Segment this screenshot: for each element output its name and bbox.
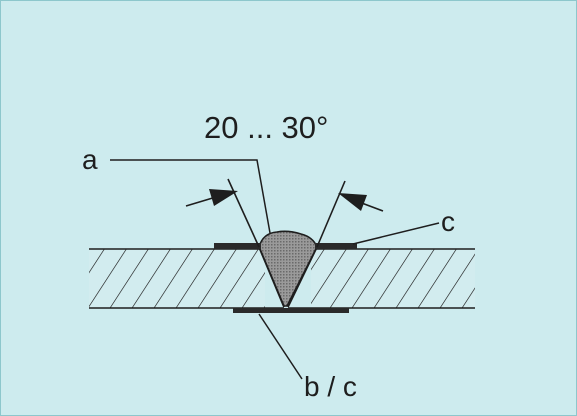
label-c: c bbox=[441, 206, 455, 237]
leader-bc bbox=[258, 313, 303, 380]
label-bc: b / c bbox=[304, 371, 357, 402]
leader-c bbox=[352, 222, 440, 245]
angle-label: 20 ... 30° bbox=[204, 110, 328, 145]
left-plate bbox=[89, 248, 284, 309]
leader-a bbox=[110, 159, 271, 234]
groove-edge-left bbox=[258, 246, 285, 308]
angle-arrow-left bbox=[185, 189, 238, 207]
top-strip-right bbox=[315, 243, 357, 249]
label-a: a bbox=[82, 144, 98, 175]
top-strip-left bbox=[214, 243, 261, 249]
angle-line-right bbox=[316, 180, 346, 248]
right-plate bbox=[288, 248, 475, 309]
angle-arrow-right bbox=[338, 193, 384, 212]
bottom-strip bbox=[233, 308, 349, 313]
groove-edge-right bbox=[287, 246, 318, 308]
angle-line-left bbox=[227, 178, 260, 248]
